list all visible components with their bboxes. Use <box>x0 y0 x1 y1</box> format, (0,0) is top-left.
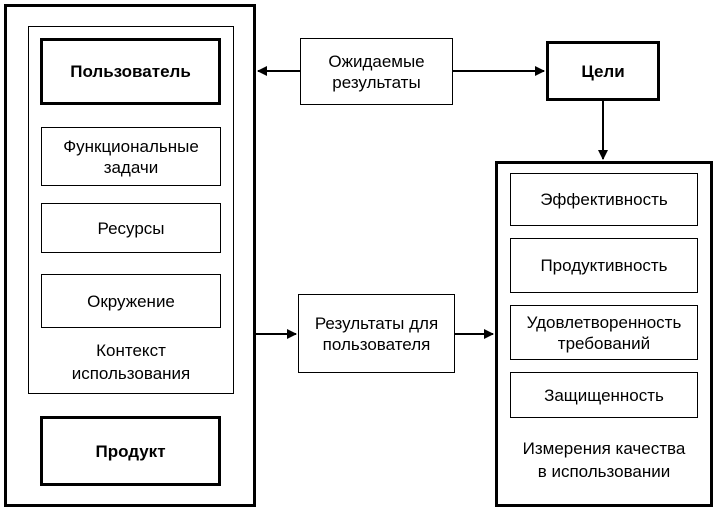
security-box: Защищенность <box>510 372 698 418</box>
product-box: Продукт <box>40 416 221 486</box>
productivity-box: Продуктивность <box>510 238 698 293</box>
expected-results-box: Ожидаемые результаты <box>300 38 453 105</box>
user-results-box: Результаты для пользователя <box>298 294 455 373</box>
satisfaction-box: Удовлетворенность требований <box>510 305 698 360</box>
resources-box: Ресурсы <box>41 203 221 253</box>
context-of-use-label: Контекст использования <box>71 341 191 383</box>
quality-in-use-label: Измерения качества в использовании <box>522 439 686 481</box>
effectiveness-box: Эффективность <box>510 173 698 226</box>
functional-tasks-box: Функциональные задачи <box>41 127 221 186</box>
environment-box: Окружение <box>41 274 221 328</box>
goals-box: Цели <box>546 41 660 101</box>
user-box: Пользователь <box>40 38 221 105</box>
